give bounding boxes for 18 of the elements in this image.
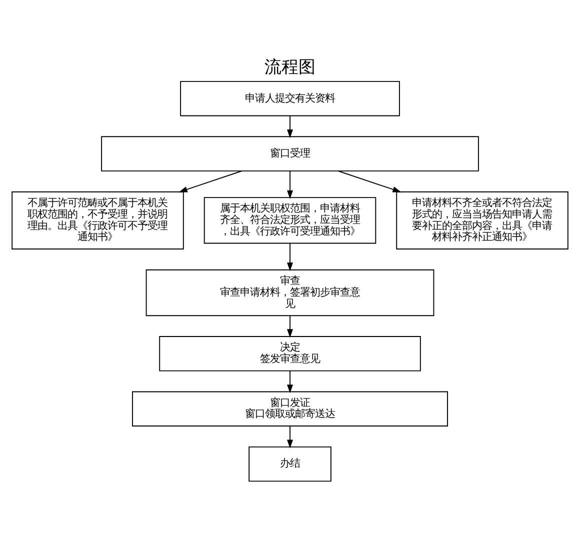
node-box: 办结: [248, 446, 332, 482]
arrow: [287, 370, 293, 394]
arrow: [287, 170, 293, 199]
diagram-title: 流程图: [264, 57, 316, 78]
node-box: 申请人提交有关资料: [180, 80, 400, 116]
node-box: 窗口受理: [101, 136, 479, 172]
arrow: [178, 170, 242, 192]
arrow: [287, 315, 293, 338]
node-box: 属于本机关职权范围，申请材料齐全、符合法定形式，应当受理，出具《行政许可受理通知书》: [204, 197, 376, 244]
arrow: [338, 170, 402, 192]
node-box: 不属于许可范畴或不属于本机关职权范围的，不予受理，并说明理由。出具《行政许可不予受理通知书》: [12, 191, 184, 250]
node-box: 决定 签发审查意见: [159, 336, 421, 372]
arrow: [287, 115, 293, 138]
node-box: 审查 审查申请材料，签署初步审查意见: [146, 269, 434, 316]
arrow: [287, 426, 293, 448]
arrow: [287, 242, 293, 272]
node-box: 申请材料不齐全或者不符合法定形式的，应当当场告知申请人需要补正的全部内容，出具《申请材料补齐补正通知书》: [396, 191, 568, 250]
node-box: 窗口发证 窗口领取或邮寄送达: [132, 391, 448, 426]
